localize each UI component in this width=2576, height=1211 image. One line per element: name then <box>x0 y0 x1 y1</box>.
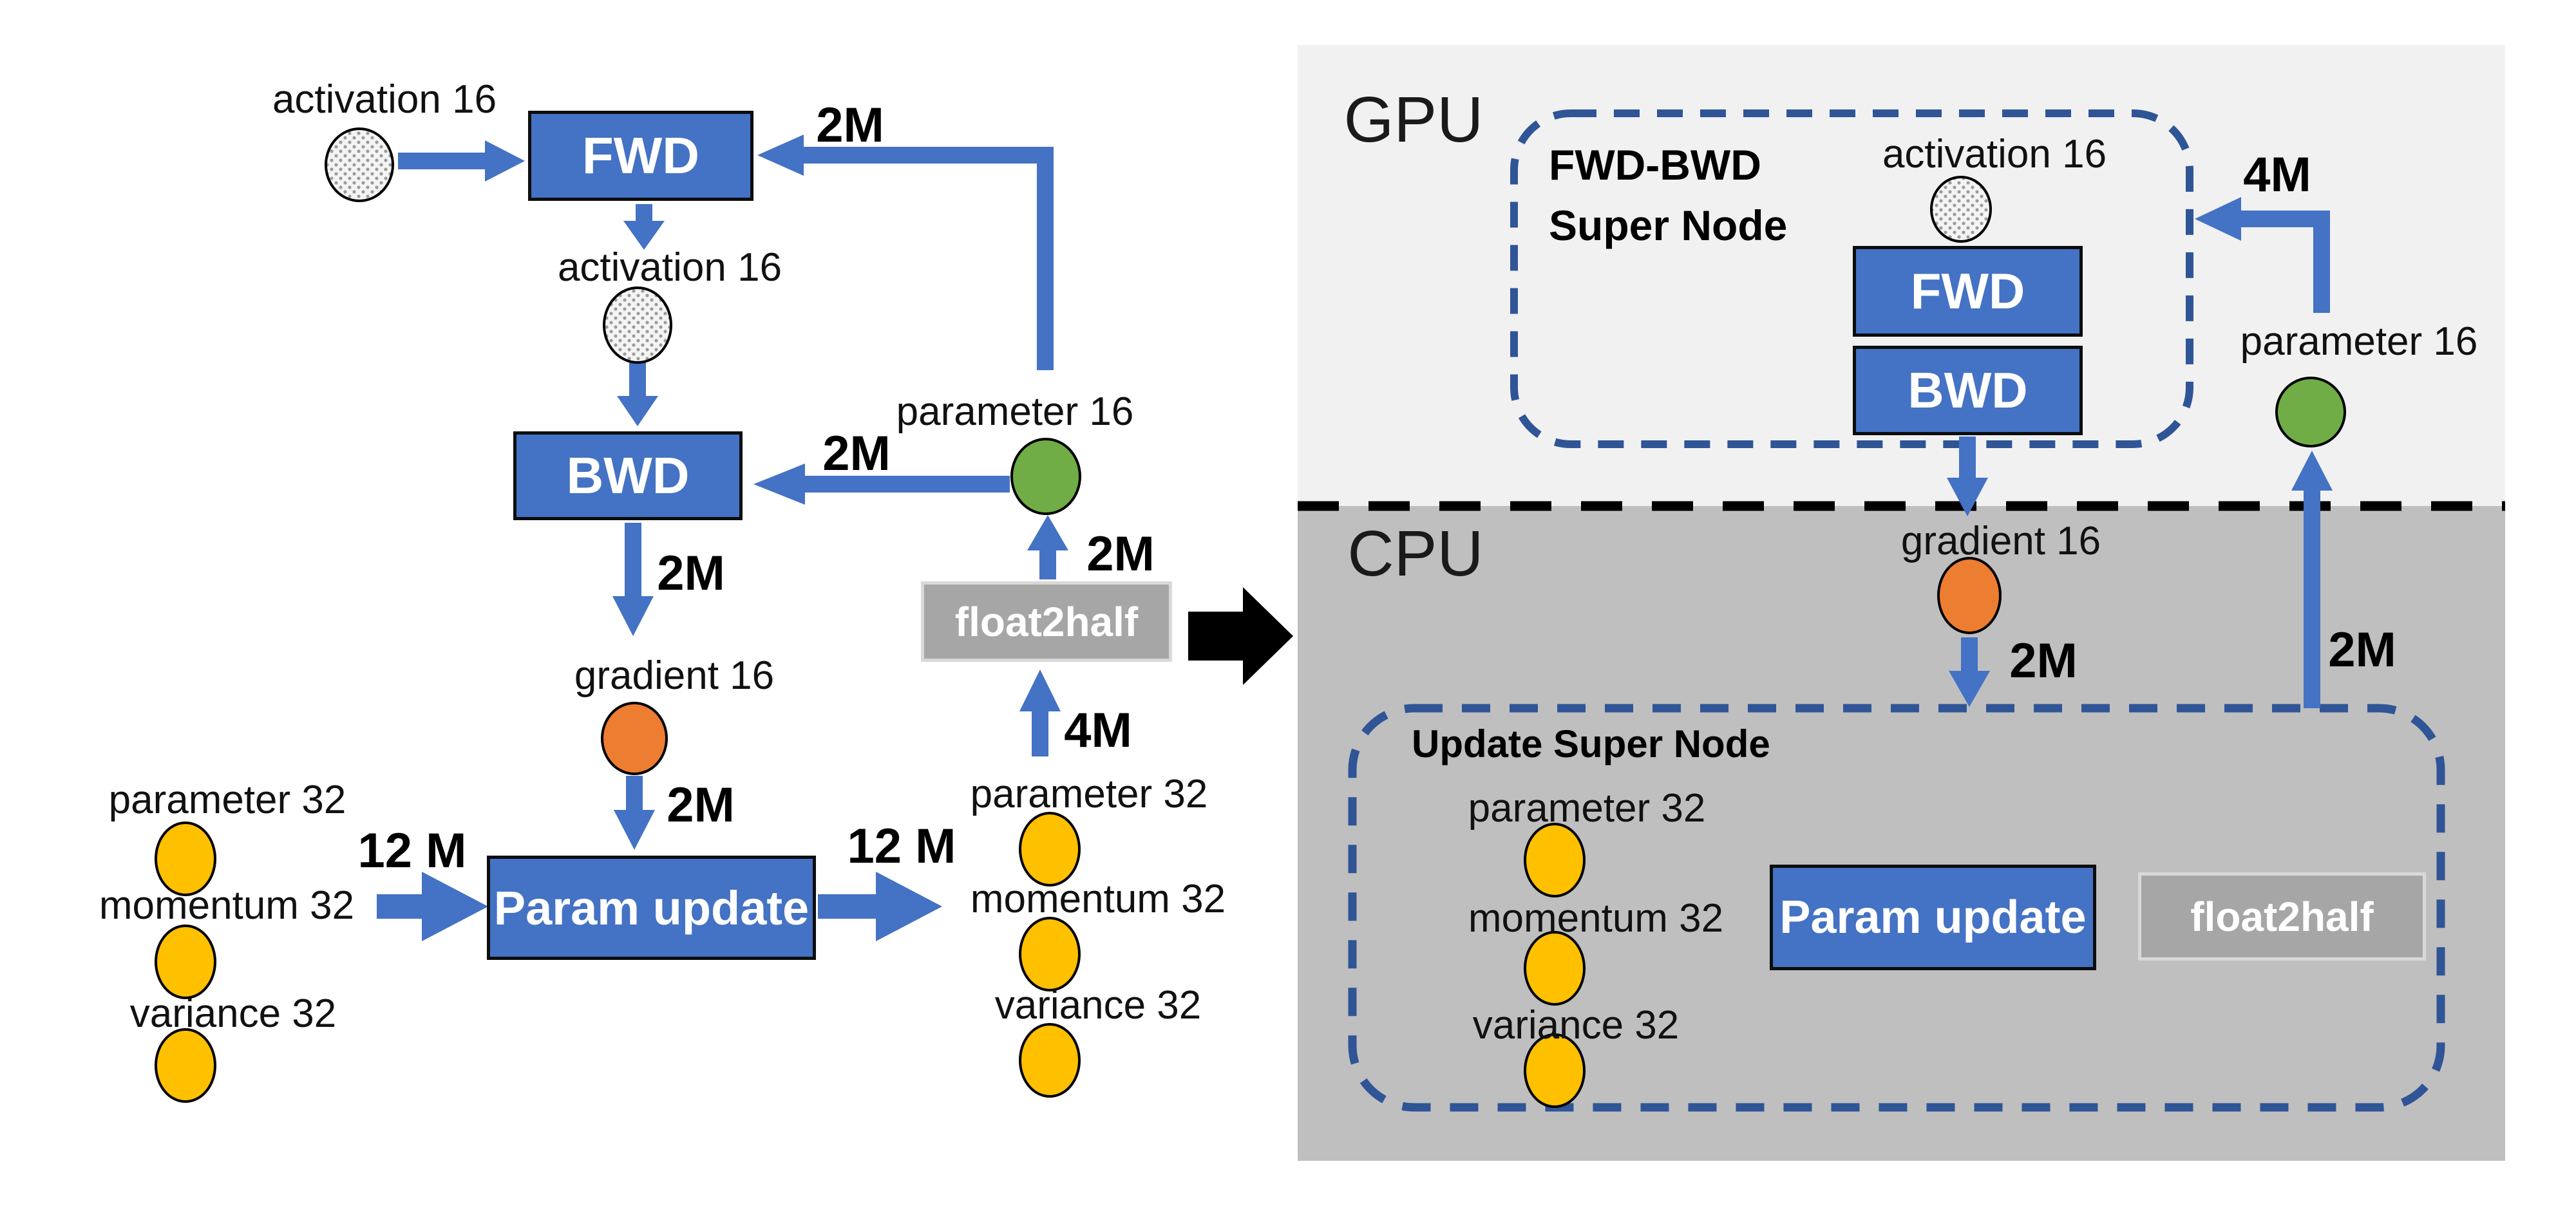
gradient16-label-left: gradient 16 <box>574 653 775 698</box>
flow-label-4m-to-float2half: 4M <box>1064 703 1132 758</box>
flow-label-4m-gpu: 4M <box>2243 147 2311 202</box>
arrow-12m-out-of-param-update <box>818 872 942 941</box>
gradient16-node-left <box>601 702 668 775</box>
activation16-label-gpu: activation 16 <box>1882 132 2107 176</box>
activation16-label-mid: activation 16 <box>557 245 782 290</box>
flow-label-12m-out: 12 M <box>847 819 956 874</box>
parameter16-node-left <box>1010 438 1081 515</box>
cpu-title: CPU <box>1347 518 1484 590</box>
momentum32-node-left <box>155 925 216 999</box>
arrow-bwd-to-gradient <box>612 523 654 636</box>
parameter16-label-left: parameter 16 <box>896 390 1134 434</box>
gpu-title: GPU <box>1343 84 1484 156</box>
fwd-op-box-left: FWD <box>528 111 753 201</box>
float2half-op-box-cpu: float2half <box>2138 872 2426 961</box>
flow-label-2m-bwd-out: 2M <box>657 546 725 601</box>
flow-label-2m-to-fwd: 2M <box>816 98 884 153</box>
momentum32-node-right <box>1019 917 1081 991</box>
parameter16-label-gpu: parameter 16 <box>2240 319 2478 364</box>
update-supernode-dashed-border <box>1348 704 2445 1112</box>
fwd-op-box-gpu: FWD <box>1853 246 2083 337</box>
variance32-node-right <box>1019 1023 1081 1098</box>
gradient16-node-cpu <box>1937 557 2002 634</box>
momentum32-label-right: momentum 32 <box>970 877 1226 921</box>
arrow-parameter16-to-bwd <box>753 464 1010 505</box>
arrow-activation-to-bwd <box>617 362 658 426</box>
parameter32-node-cpu <box>1524 823 1586 897</box>
arrow-4m-parameter16-to-supernode-elbow <box>2195 197 2330 313</box>
arrow-gradient-into-update-supernode <box>1949 637 1990 707</box>
variance32-label-cpu: variance 32 <box>1472 1003 1680 1047</box>
arrow-gradient-to-param-update <box>614 776 655 850</box>
parameter32-node-right <box>1019 812 1081 887</box>
variance32-node-left <box>155 1028 216 1103</box>
flow-label-2m-gradient-cpu: 2M <box>2009 634 2078 688</box>
parameter32-label-cpu: parameter 32 <box>1468 786 1706 831</box>
activation16-node-gpu <box>1930 176 1992 243</box>
arrow-12m-into-param-update <box>377 872 488 941</box>
parameter32-node-left <box>155 821 216 896</box>
arrow-update-supernode-to-parameter16 <box>2291 451 2333 708</box>
variance32-label-left: variance 32 <box>129 991 337 1036</box>
arrow-bwd-to-cpu-gradient <box>1947 437 1988 516</box>
bwd-op-box-left: BWD <box>513 431 743 520</box>
param-update-op-box-left: Param update <box>487 856 816 960</box>
flow-label-2m-param-return-cpu: 2M <box>2328 623 2396 677</box>
flow-label-2m-to-bwd: 2M <box>822 426 891 481</box>
update-supernode-title: Update Super Node <box>1412 722 1770 765</box>
flow-label-2m-float2half-out: 2M <box>1086 527 1155 581</box>
gradient16-label-cpu: gradient 16 <box>1900 519 2101 563</box>
param-update-op-box-cpu: Param update <box>1770 865 2096 970</box>
arrow-activation-to-fwd <box>398 140 525 182</box>
parameter32-label-left: parameter 32 <box>108 778 346 822</box>
variance32-node-cpu <box>1524 1033 1586 1108</box>
arrow-float2half-to-parameter16 <box>1027 515 1068 579</box>
activation16-node-top <box>325 127 394 202</box>
float2half-op-box-left: float2half <box>921 581 1172 662</box>
fwdbwd-supernode-dashed-border <box>1510 109 2193 448</box>
activation16-label-top: activation 16 <box>272 77 497 122</box>
arrow-parameter16-to-fwd-elbow <box>757 135 1054 370</box>
bwd-op-box-gpu: BWD <box>1853 346 2083 435</box>
flow-label-12m-in: 12 M <box>357 823 467 878</box>
transform-arrow-icon <box>1188 587 1293 685</box>
activation16-node-mid <box>603 286 672 364</box>
arrow-4m-into-float2half <box>1019 670 1061 756</box>
flow-label-2m-grad-to-update: 2M <box>667 778 735 832</box>
parameter32-label-right: parameter 32 <box>970 772 1208 816</box>
parameter16-node-gpu <box>2275 377 2346 447</box>
momentum32-label-cpu: momentum 32 <box>1468 896 1724 941</box>
momentum32-label-left: momentum 32 <box>99 883 355 928</box>
momentum32-node-cpu <box>1524 931 1586 1006</box>
variance32-label-right: variance 32 <box>994 983 1202 1028</box>
fwdbwd-supernode-title: FWD-BWD Super Node <box>1549 141 1788 249</box>
arrow-fwd-to-activation <box>623 204 665 250</box>
